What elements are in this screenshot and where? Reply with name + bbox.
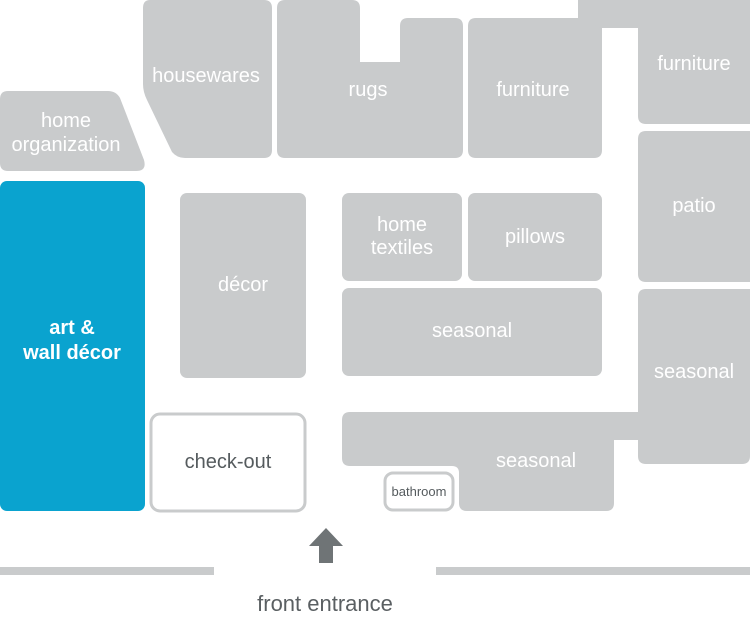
zone-bathroom[interactable]: bathroom: [383, 471, 455, 512]
front-entrance-label: front entrance: [257, 591, 393, 616]
zone-seasonal-center[interactable]: seasonal: [342, 288, 602, 376]
zone-home-organization-line1: home: [41, 110, 91, 132]
up-arrow-icon: [309, 528, 343, 563]
zone-rugs[interactable]: rugs: [277, 0, 463, 158]
zone-seasonal-center-label: seasonal: [432, 320, 512, 342]
front-wall-left: [0, 567, 214, 575]
zone-home-organization[interactable]: home organization: [0, 91, 145, 171]
zone-check-out-label: check-out: [185, 451, 272, 473]
zone-decor[interactable]: décor: [180, 193, 306, 378]
zone-patio-label: patio: [672, 195, 715, 217]
zone-furniture-center[interactable]: furniture: [468, 18, 602, 158]
zone-decor-label: décor: [218, 274, 268, 296]
zone-furniture-right[interactable]: furniture: [578, 0, 750, 124]
zone-housewares[interactable]: housewares: [143, 0, 272, 158]
zone-furniture-right-label: furniture: [657, 53, 730, 75]
zone-art-wall-decor-line1: art &: [49, 317, 95, 339]
zone-art-wall-decor-line2: wall décor: [22, 342, 121, 364]
zone-home-textiles-line1: home: [377, 214, 427, 236]
zone-bathroom-label: bathroom: [392, 484, 447, 499]
front-wall-right: [436, 567, 750, 575]
zone-seasonal-bottom[interactable]: seasonal: [342, 412, 750, 511]
zone-home-textiles[interactable]: home textiles: [342, 193, 462, 281]
zone-seasonal-right-label: seasonal: [654, 361, 734, 383]
zone-check-out[interactable]: check-out: [149, 412, 307, 513]
zone-rugs-label: rugs: [349, 79, 388, 101]
zone-home-organization-line2: organization: [12, 134, 121, 156]
zone-art-wall-decor[interactable]: art & wall décor: [0, 181, 145, 511]
zone-seasonal-bottom-label: seasonal: [496, 450, 576, 472]
zone-housewares-label: housewares: [152, 65, 260, 87]
zone-furniture-center-label: furniture: [496, 79, 569, 101]
zone-pillows-label: pillows: [505, 226, 565, 248]
zone-patio[interactable]: patio: [638, 131, 750, 282]
zone-pillows[interactable]: pillows: [468, 193, 602, 281]
zone-home-textiles-line2: textiles: [371, 237, 433, 259]
